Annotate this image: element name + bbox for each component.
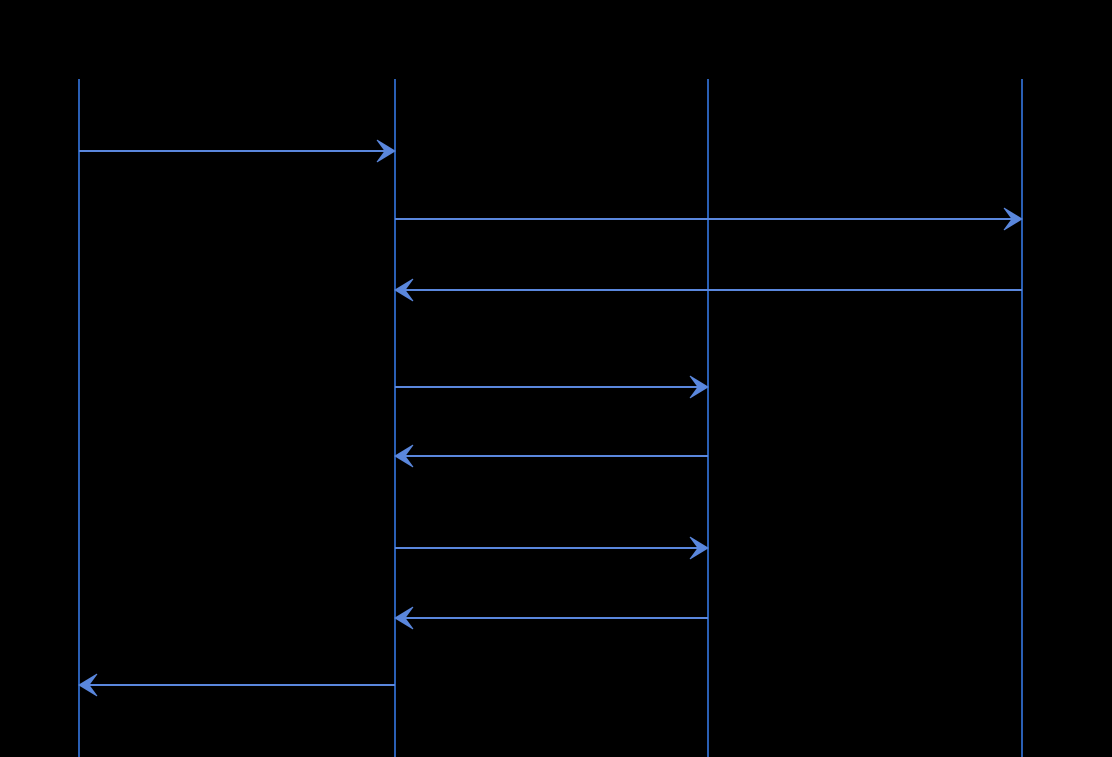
message-arrowhead-8 bbox=[78, 673, 98, 697]
message-arrowhead-1 bbox=[376, 139, 396, 163]
messages-group bbox=[78, 139, 1023, 697]
message-arrowhead-2 bbox=[1003, 207, 1023, 231]
message-arrowhead-4 bbox=[689, 375, 709, 399]
message-arrowhead-7 bbox=[394, 606, 414, 630]
lifelines-group bbox=[78, 79, 1023, 757]
message-arrowhead-6 bbox=[689, 536, 709, 560]
message-arrowhead-5 bbox=[394, 444, 414, 468]
message-arrowhead-3 bbox=[394, 278, 414, 302]
